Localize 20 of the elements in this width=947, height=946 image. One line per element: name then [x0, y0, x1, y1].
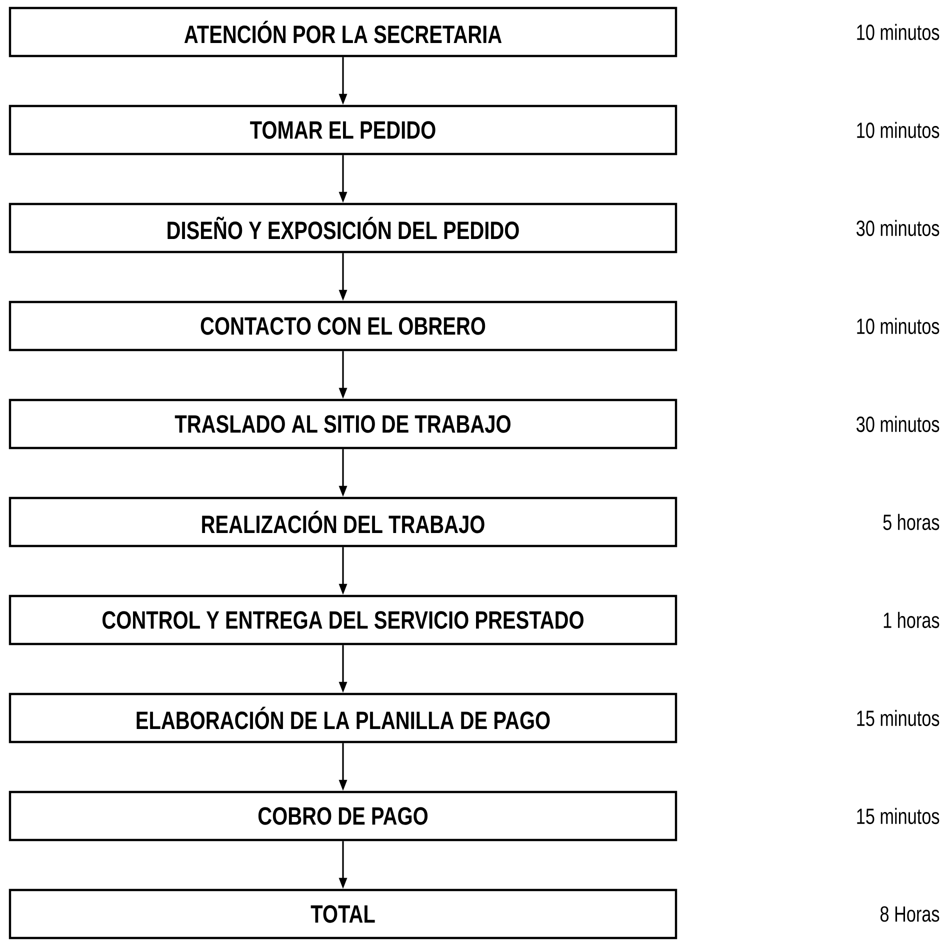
- duration-label: 15 minutos: [857, 710, 940, 726]
- duration-label: 8 Horas: [880, 906, 940, 922]
- duration-label: 15 minutos: [857, 808, 940, 824]
- duration-label: 30 minutos: [856, 220, 940, 236]
- process-box: ATENCIÓN POR LA SECRETARIA: [8, 6, 678, 58]
- duration-label: 30 minutos: [856, 416, 940, 432]
- process-box: COBRO DE PAGO: [8, 790, 678, 842]
- duration-label: 10 minutos: [857, 122, 940, 138]
- process-box: TOMAR EL PEDIDO: [8, 104, 678, 156]
- process-box: DISEÑO Y EXPOSICIÓN DEL PEDIDO: [8, 202, 678, 254]
- process-box: REALIZACIÓN DEL TRABAJO: [8, 496, 678, 548]
- process-box: CONTROL Y ENTREGA DEL SERVICIO PRESTADO: [8, 594, 678, 646]
- duration-label: 1 horas: [884, 612, 940, 628]
- duration-label: 5 horas: [883, 514, 940, 530]
- process-box: TRASLADO AL SITIO DE TRABAJO: [8, 398, 678, 450]
- process-box: TOTAL: [8, 888, 678, 940]
- process-box: ELABORACIÓN DE LA PLANILLA DE PAGO: [8, 692, 678, 744]
- duration-label: 10 minutos: [857, 318, 940, 334]
- duration-label: 10 minutos: [857, 24, 940, 40]
- process-box: CONTACTO CON EL OBRERO: [8, 300, 678, 352]
